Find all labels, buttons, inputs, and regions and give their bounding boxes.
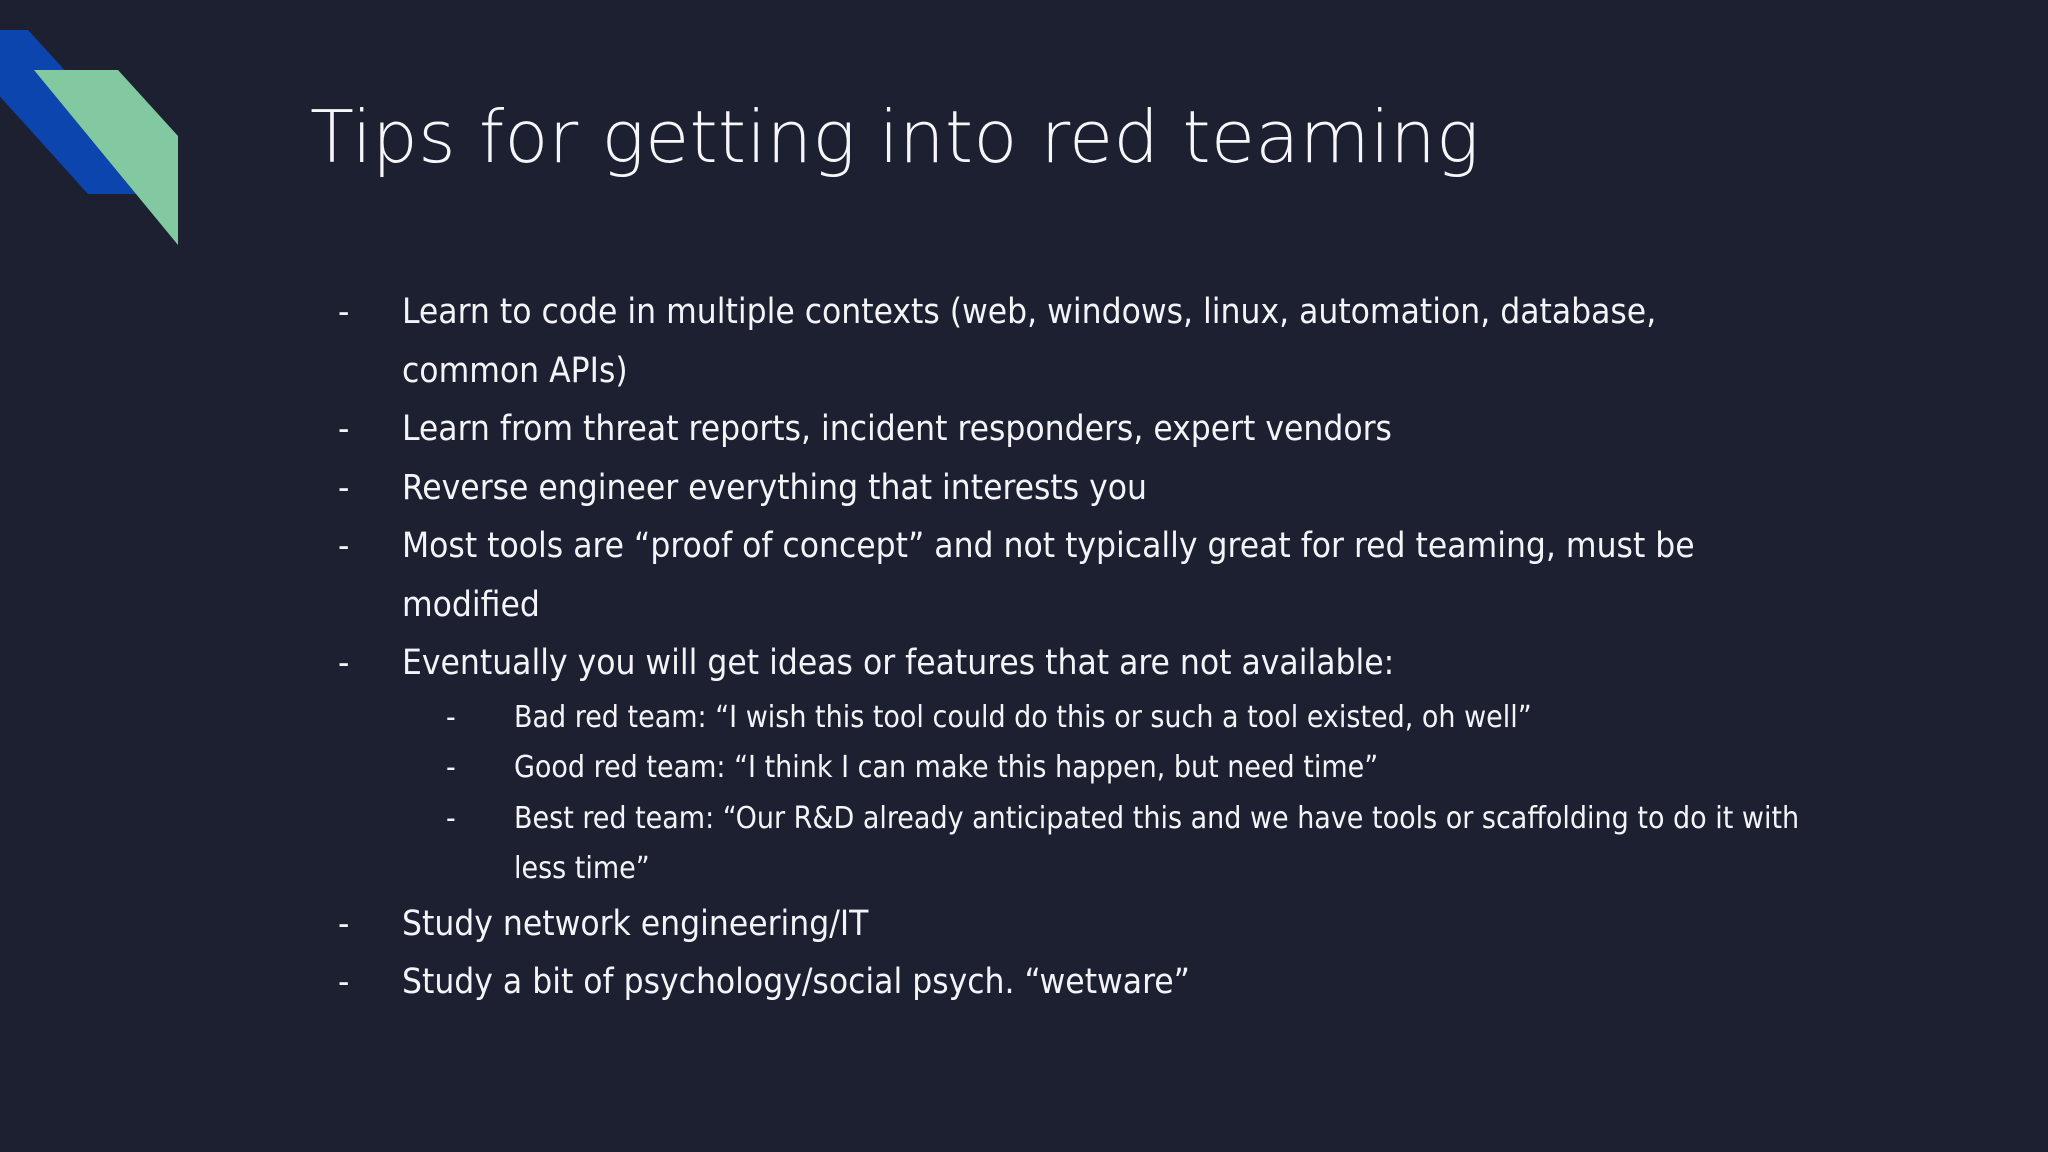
list-item-text: Most tools are “proof of concept” and no… [402,526,1695,625]
page-title: Tips for getting into red teaming [310,95,1480,179]
list-item-text: Reverse engineer everything that interes… [402,467,1148,508]
bullet-marker: - [446,750,456,785]
sub-list-item: - Best red team: “Our R&D already antici… [0,794,2048,895]
bullet-marker: - [338,526,350,566]
list-item: - Learn from threat reports, incident re… [0,400,2048,459]
sub-list-item: - Bad red team: “I wish this tool could … [0,693,2048,744]
list-item-text: Study network engineering/IT [402,903,869,944]
bullet-marker: - [338,409,350,449]
list-item: - Eventually you will get ideas or featu… [0,634,2048,693]
ribbon-blue-shape [0,30,178,194]
ribbon-green-shape [34,70,178,245]
bullet-marker: - [338,467,350,508]
bullet-marker: - [338,643,350,683]
list-item: - Reverse engineer everything that inter… [0,459,2048,518]
list-item-text: Eventually you will get ideas or feature… [402,643,1395,683]
list-item-text: Learn from threat reports, incident resp… [402,409,1392,449]
list-item: - Study network engineering/IT [0,895,2048,954]
list-item: - Most tools are “proof of concept” and … [0,517,2048,634]
sub-list-item-text: Best red team: “Our R&D already anticipa… [514,800,1800,887]
bullet-marker: - [338,903,350,944]
sub-list-item-text: Good red team: “I think I can make this … [514,750,1379,785]
bullet-list: - Learn to code in multiple contexts (we… [0,283,2048,1012]
list-item-text: Learn to code in multiple contexts (web,… [402,292,1657,391]
sub-list-item: - Good red team: “I think I can make thi… [0,743,2048,794]
list-item: - Learn to code in multiple contexts (we… [0,283,2048,400]
sub-list-item-text: Bad red team: “I wish this tool could do… [514,699,1532,735]
list-item-text: Study a bit of psychology/social psych. … [402,962,1190,1002]
bullet-marker: - [338,962,350,1002]
list-item: - Study a bit of psychology/social psych… [0,953,2048,1012]
bullet-marker: - [446,699,456,735]
bullet-marker: - [338,292,350,332]
bullet-marker: - [446,800,456,836]
